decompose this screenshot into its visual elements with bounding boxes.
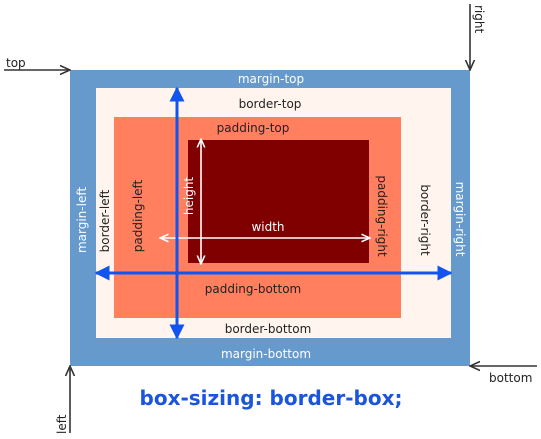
padding-left-label: padding-left [131,179,145,252]
padding-top-label: padding-top [217,121,290,135]
border-left-label: border-left [98,189,112,252]
left-corner-label: left [55,414,69,434]
margin-top-label: margin-top [238,72,304,86]
border-right-label: border-right [418,184,432,256]
padding-bottom-label: padding-bottom [205,282,302,296]
padding-right-label: padding-right [375,175,389,257]
height-label: height [182,177,196,216]
width-label: width [251,220,284,234]
bottom-corner-label: bottom [489,371,532,385]
border-bottom-label: border-bottom [225,322,312,336]
border-top-label: border-top [239,97,302,111]
margin-left-label: margin-left [75,187,89,253]
margin-bottom-label: margin-bottom [221,347,311,361]
right-corner-label: right [472,5,486,33]
box-sizing-caption: box-sizing: border-box; [140,386,403,410]
content-box [188,140,369,263]
top-corner-label: top [6,56,26,70]
margin-right-label: margin-right [453,182,467,257]
